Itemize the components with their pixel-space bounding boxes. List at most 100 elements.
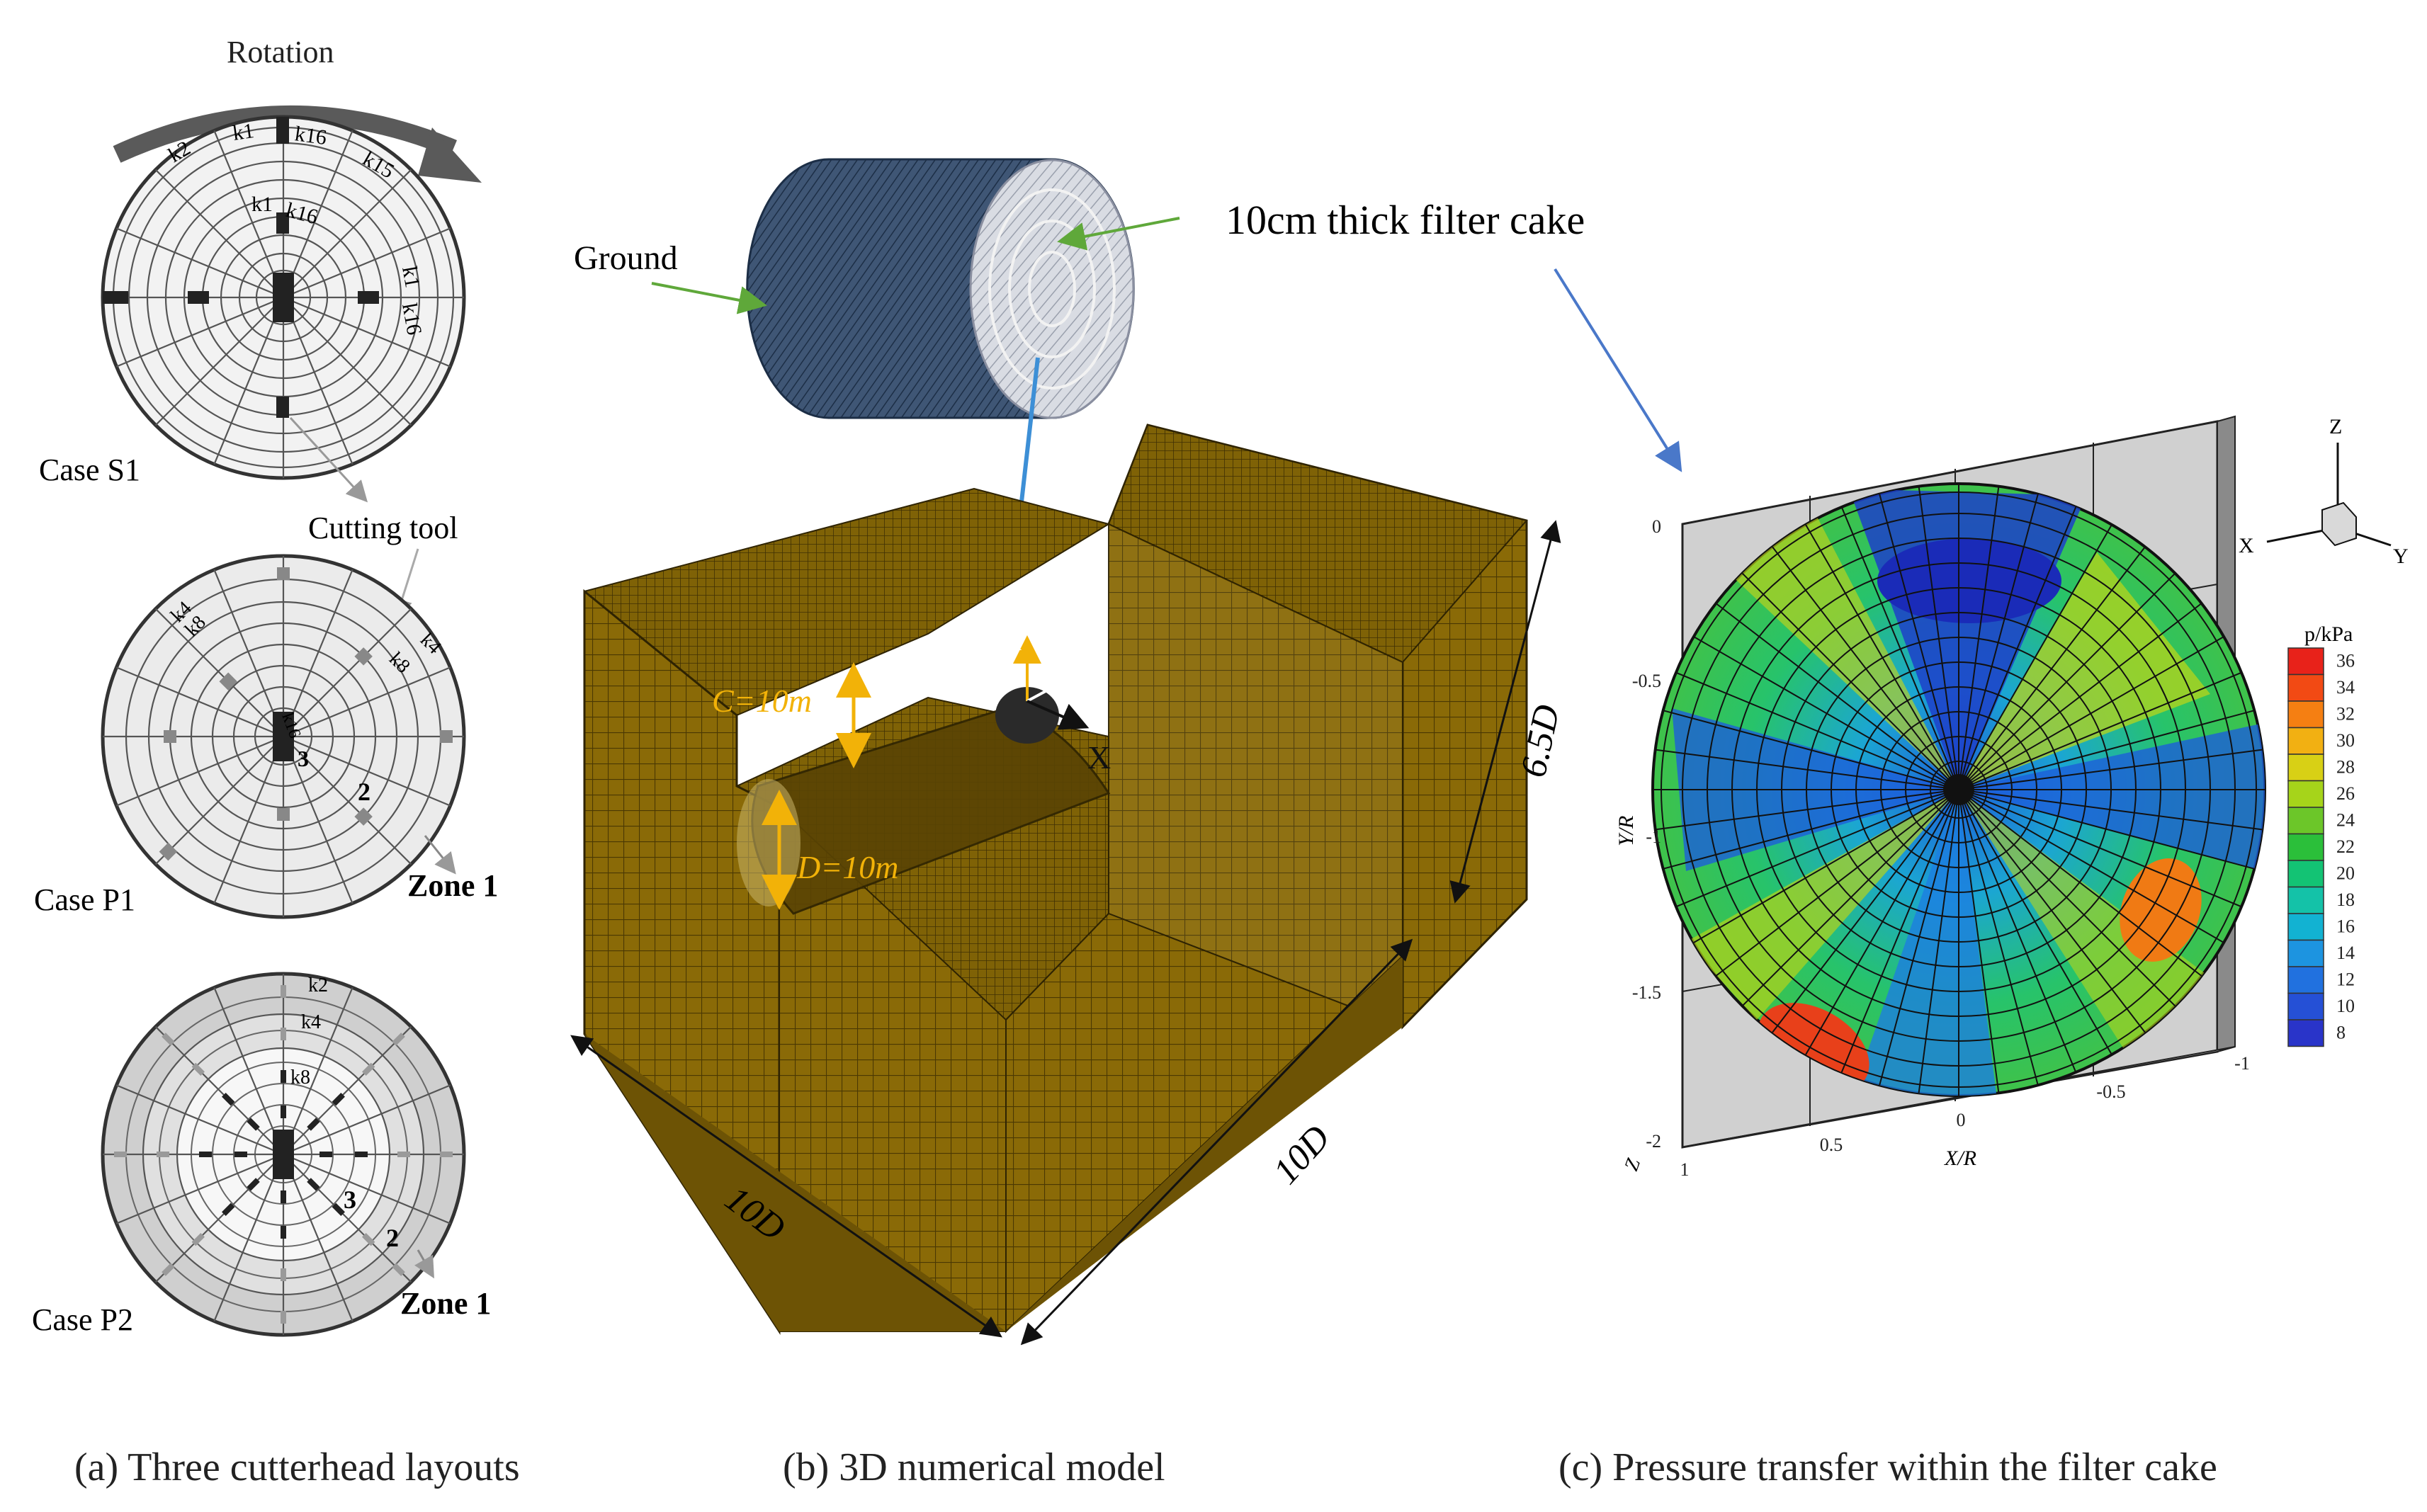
dim-right-arrow xyxy=(1020,938,1413,1346)
dim-left-arrow xyxy=(570,1035,1002,1338)
filter-cake-pointer xyxy=(1057,217,1180,251)
legend-label: 20 xyxy=(2336,863,2355,883)
filter-cake-label: 10cm thick filter cake xyxy=(1226,197,1585,243)
cutting-tool-label: Cutting tool xyxy=(308,511,458,545)
y-tick: -0.5 xyxy=(1632,671,1661,691)
s1-k1-top: k1 xyxy=(231,119,255,145)
x-axis-label: X/R xyxy=(1944,1147,1976,1170)
cake-to-contour-pointer xyxy=(1554,268,1682,472)
case-p1-label: Case P1 xyxy=(34,882,135,917)
cutterhead-s1: k1 k16 k2 k15 k1 k16 k1 k16 xyxy=(101,115,466,480)
caption-c: (c) Pressure transfer within the filter … xyxy=(1558,1445,2217,1489)
x-tick: 0 xyxy=(1957,1110,1966,1130)
panel-b: Ground 10cm thick filter cake xyxy=(570,158,1682,1346)
triad-z: Z xyxy=(2329,415,2342,438)
legend-label: 16 xyxy=(2336,916,2355,936)
pressure-contour xyxy=(1651,482,2266,1097)
y-tick: 0 xyxy=(1652,516,1661,537)
legend-swatch xyxy=(2287,966,2324,994)
legend-swatch xyxy=(2287,1019,2324,1047)
p2-zone-pointer xyxy=(414,1249,434,1279)
cutterhead-p2: k2 k4 k8 3 2 xyxy=(101,972,466,1337)
legend-swatch xyxy=(2287,886,2324,914)
s1-k1-right: k1 xyxy=(397,264,424,289)
p2-zone-label: Zone 1 xyxy=(400,1286,491,1321)
s1-k1-inner: k1 xyxy=(251,193,273,216)
filter-cake-cylinder xyxy=(746,158,1135,419)
legend-label: 28 xyxy=(2336,756,2355,777)
p1-num-3: 3 xyxy=(298,746,309,771)
rotation-label: Rotation xyxy=(227,35,334,69)
s1-k16-top: k16 xyxy=(293,122,328,149)
rotation-arrowhead xyxy=(418,127,482,183)
y-tick: -2 xyxy=(1646,1131,1661,1152)
legend-swatch xyxy=(2287,992,2324,1021)
triad-x: X xyxy=(2239,534,2254,557)
p1-num-2: 2 xyxy=(358,778,370,806)
legend-label: 22 xyxy=(2336,836,2355,857)
s1-k16-right: k16 xyxy=(397,301,426,336)
rotation-arrow xyxy=(113,105,457,163)
caption-a: (a) Three cutterhead layouts xyxy=(74,1445,520,1489)
ground-pointer xyxy=(651,282,767,314)
legend-label: 18 xyxy=(2336,889,2355,910)
x-axis: 1 0.5 0 -0.5 -1 xyxy=(1680,1053,2250,1180)
model-axis-z-label: Z xyxy=(1084,665,1104,701)
p2-k4: k4 xyxy=(301,1011,321,1033)
y-tick: -1 xyxy=(1646,826,1661,847)
legend-swatch xyxy=(2287,807,2324,835)
model-axis-x xyxy=(1026,700,1090,730)
c-dim-label: C=10m xyxy=(712,683,812,719)
legend-swatch xyxy=(2287,860,2324,888)
legend-label: 36 xyxy=(2336,650,2355,671)
d-dim-label: D=10m xyxy=(796,849,898,885)
legend-label: 10 xyxy=(2336,996,2355,1016)
model-axis-z xyxy=(1026,673,1079,703)
legend-swatch xyxy=(2287,647,2324,676)
legend-label: 14 xyxy=(2336,943,2355,963)
x-tick: -1 xyxy=(2234,1053,2250,1074)
case-p2-label: Case P2 xyxy=(32,1302,133,1337)
legend-swatch xyxy=(2287,727,2324,755)
y-axis-label: Y/R xyxy=(1614,816,1638,846)
y-axis: 0 -0.5 -1 -1.5 -2 xyxy=(1632,516,1661,1152)
model-block xyxy=(583,424,1528,1336)
legend-swatch xyxy=(2287,939,2324,967)
z-axis-label: Z xyxy=(1620,1156,1645,1174)
legend-swatch xyxy=(2287,913,2324,941)
triad-y: Y xyxy=(2393,545,2409,568)
x-tick: 0.5 xyxy=(1820,1135,1843,1155)
legend-label: 26 xyxy=(2336,783,2355,804)
legend-label: 30 xyxy=(2336,730,2355,751)
case-s1-label: Case S1 xyxy=(39,453,140,487)
p2-k2: k2 xyxy=(308,974,328,996)
panel-c: 0 -0.5 -1 -1.5 -2 Y/R 1 0.5 0 -0.5 -1 X/… xyxy=(1614,415,2409,1180)
legend-swatch xyxy=(2287,780,2324,808)
orientation-triad: Z X Y xyxy=(2239,415,2409,568)
cutterhead-p1: k4 k8 k4 k8 k16 3 2 xyxy=(101,554,466,919)
model-axis-y-label: Y xyxy=(1005,621,1028,657)
ground-label: Ground xyxy=(574,239,678,277)
dim-height-arrow xyxy=(1449,520,1561,904)
p2-num-3: 3 xyxy=(344,1186,356,1214)
p1-zone-label: Zone 1 xyxy=(407,868,498,903)
legend-label: 12 xyxy=(2336,969,2355,989)
dim-right-label: 10D xyxy=(1266,1118,1338,1192)
p1-zone-pointer xyxy=(424,835,456,875)
caption-b: (b) 3D numerical model xyxy=(783,1445,1165,1489)
legend-swatch xyxy=(2287,833,2324,861)
panel-a: Rotation k1 k16 k2 k15 k1 k16 k1 k16 Cas… xyxy=(32,35,498,1337)
p2-num-2: 2 xyxy=(386,1224,399,1252)
cutting-tool-pointer xyxy=(289,416,368,503)
legend-label: 34 xyxy=(2336,677,2355,698)
legend-swatch xyxy=(2287,700,2324,729)
p2-k8: k8 xyxy=(290,1067,310,1088)
legend-label: 32 xyxy=(2336,703,2355,724)
x-tick: -0.5 xyxy=(2096,1081,2125,1102)
legend-label: 24 xyxy=(2336,809,2355,830)
legend-swatch xyxy=(2287,673,2324,702)
legend-label: 8 xyxy=(2336,1022,2346,1042)
y-tick: -1.5 xyxy=(1632,982,1661,1003)
